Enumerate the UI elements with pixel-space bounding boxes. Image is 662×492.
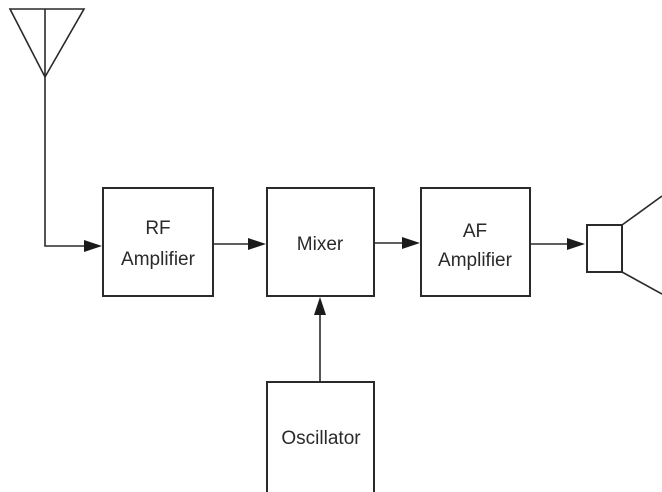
rf-amplifier-block: RF Amplifier (102, 187, 214, 297)
af-amplifier-label-line1: AF (463, 221, 487, 242)
rf-amplifier-label-line1: RF (145, 218, 170, 239)
antenna-icon (8, 8, 86, 79)
mixer-to-af-arrow (374, 237, 420, 249)
mixer-block: Mixer (266, 187, 375, 297)
oscillator-to-mixer-arrow (314, 297, 326, 382)
oscillator-block: Oscillator (266, 381, 375, 492)
rf-to-mixer-arrow (213, 238, 266, 250)
rf-amplifier-label-line2: Amplifier (121, 249, 196, 270)
af-amplifier-label-line2: Amplifier (438, 250, 513, 271)
speaker-icon (586, 195, 662, 295)
af-to-speaker-arrow (530, 238, 585, 250)
oscillator-label: Oscillator (281, 428, 361, 449)
mixer-label: Mixer (297, 234, 344, 255)
antenna-to-rf-connector (44, 77, 102, 252)
af-amplifier-block: AF Amplifier (420, 187, 531, 297)
